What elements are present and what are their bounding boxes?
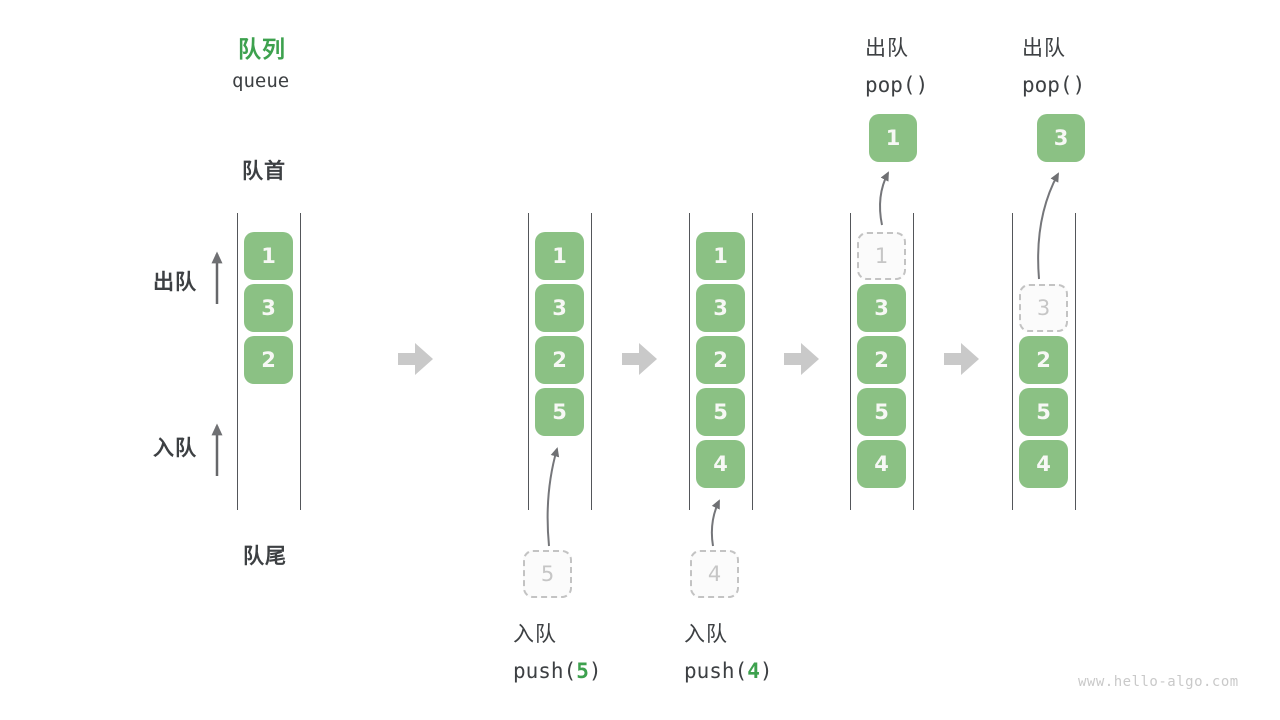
queue-cell: 2 [857,336,906,384]
op-push-5: 入队 push(5) [513,618,602,683]
right-arrow-icon [622,343,657,375]
diagram-title-en: queue [232,70,290,92]
code-close: ) [588,659,602,683]
op-code: push(4) [684,659,773,683]
op-label: 入队 [684,622,728,646]
queue-cell: 2 [1019,336,1068,384]
queue-cell: 4 [696,440,745,488]
queue-state-5: 3 2 5 4 3 [1012,0,1085,720]
queue-cell: 2 [535,336,584,384]
op-pop-2: 出队 pop() [1022,32,1085,97]
queue-state-3: 1 3 2 5 4 4 [689,0,753,720]
queue-cell: 1 [535,232,584,280]
queue-state-2: 1 3 2 5 5 [523,0,592,720]
right-arrow-icon [944,343,979,375]
queue-cell: 3 [857,284,906,332]
code-close: ) [759,659,773,683]
pending-cell: 5 [523,550,572,598]
enqueue-side-label: 入队 [153,436,197,460]
queue-cell: 1 [244,232,293,280]
queue-cell: 5 [857,388,906,436]
queue-channel [237,213,301,510]
op-code: push(5) [513,659,602,683]
queue-cell: 4 [857,440,906,488]
queue-state-4: 1 3 2 5 4 1 [850,0,917,720]
queue-cell: 5 [696,388,745,436]
popped-cell: 1 [869,114,917,162]
queue-cell: 2 [244,336,293,384]
queue-rear-label: 队尾 [243,544,287,568]
ghost-cell: 1 [857,232,906,280]
diagram-title-zh: 队列 [238,37,286,63]
code-fn: push( [684,659,748,683]
queue-cell: 1 [696,232,745,280]
pending-cell: 4 [690,550,739,598]
op-code: pop() [1022,73,1086,97]
queue-cell: 5 [1019,388,1068,436]
op-label: 入队 [513,622,557,646]
code-arg: 5 [576,659,589,683]
queue-channel [528,213,592,510]
op-pop-1: 出队 pop() [865,32,928,97]
queue-state-1: 1 3 2 [237,0,301,720]
queue-cell: 3 [244,284,293,332]
op-label: 出队 [865,36,909,60]
ghost-cell: 3 [1019,284,1068,332]
right-arrow-icon [784,343,819,375]
queue-channel [1012,213,1076,510]
queue-cell: 3 [535,284,584,332]
queue-cell: 4 [1019,440,1068,488]
popped-cell: 3 [1037,114,1085,162]
queue-cell: 5 [535,388,584,436]
code-arg: 4 [747,659,760,683]
queue-channel [850,213,914,510]
op-code: pop() [865,73,929,97]
op-push-4: 入队 push(4) [684,618,773,683]
queue-channel [689,213,753,510]
op-label: 出队 [1022,36,1066,60]
queue-cell: 3 [696,284,745,332]
queue-front-label: 队首 [242,159,286,183]
dequeue-side-label: 出队 [153,270,197,294]
watermark: www.hello-algo.com [1078,674,1239,690]
code-fn: push( [513,659,577,683]
queue-cell: 2 [696,336,745,384]
right-arrow-icon [398,343,433,375]
